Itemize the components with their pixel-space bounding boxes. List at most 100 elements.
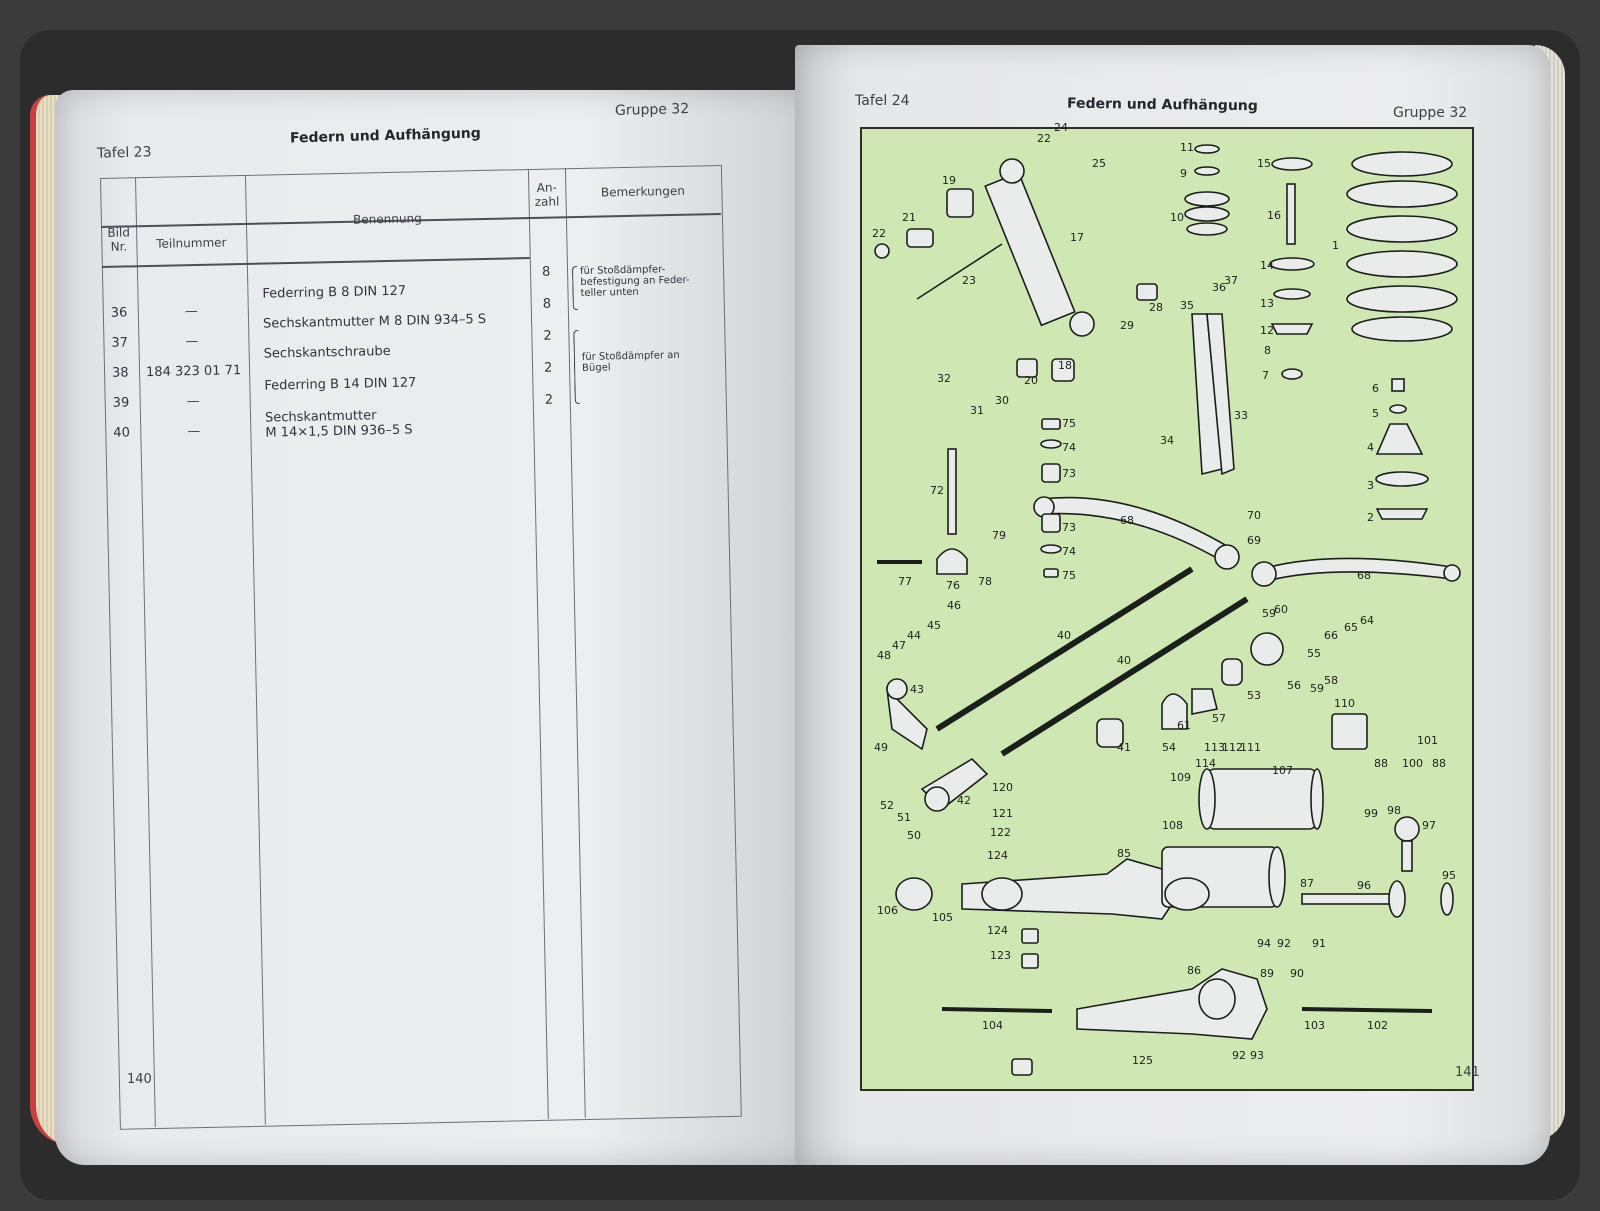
row-anzahl: 2 bbox=[543, 360, 553, 376]
callout-label: 94 bbox=[1257, 937, 1271, 950]
callout-label: 32 bbox=[937, 372, 951, 385]
callout-label: 29 bbox=[1120, 319, 1134, 332]
row-bild: 40 bbox=[113, 425, 131, 441]
callout-label: 50 bbox=[907, 829, 921, 842]
callout-label: 92 bbox=[1232, 1049, 1246, 1062]
col-header-bild: Bild Nr. bbox=[107, 225, 131, 254]
callout-label: 93 bbox=[1250, 1049, 1264, 1062]
callout-label: 24 bbox=[1054, 121, 1068, 134]
callout-label: 103 bbox=[1304, 1019, 1325, 1032]
callout-label: 21 bbox=[902, 211, 916, 224]
callout-label: 22 bbox=[1037, 132, 1051, 145]
remark-note: für Stoßdämpfer an Bügel bbox=[581, 349, 680, 374]
gruppe-label: Gruppe 32 bbox=[614, 101, 690, 119]
callout-label: 70 bbox=[1247, 509, 1261, 522]
row-teil: — bbox=[186, 393, 200, 410]
callout-label: 114 bbox=[1195, 757, 1216, 770]
callout-label: 25 bbox=[1092, 157, 1106, 170]
callout-label: 72 bbox=[930, 484, 944, 497]
callout-label: 113 bbox=[1204, 741, 1225, 754]
callout-label: 47 bbox=[892, 639, 906, 652]
col-header-teilnummer: Teilnummer bbox=[156, 235, 227, 251]
row-benennung: Federring B 8 DIN 127 bbox=[262, 283, 407, 302]
callout-label: 8 bbox=[1264, 344, 1271, 357]
callout-label: 97 bbox=[1422, 819, 1436, 832]
left-page: Tafel 23 Federn und Aufhängung Gruppe 32… bbox=[55, 90, 810, 1165]
callout-label: 13 bbox=[1260, 297, 1274, 310]
callout-label: 122 bbox=[990, 826, 1011, 839]
callout-label: 5 bbox=[1372, 407, 1379, 420]
callout-label: 55 bbox=[1307, 647, 1321, 660]
callout-label: 42 bbox=[957, 794, 971, 807]
callout-label: 75 bbox=[1062, 569, 1076, 582]
callout-label: 79 bbox=[992, 529, 1006, 542]
parts-table: Bild Nr. Teilnummer Benennung An- zahl B… bbox=[100, 164, 742, 1130]
callout-label: 34 bbox=[1160, 434, 1174, 447]
right-page: Tafel 24 Federn und Aufhängung Gruppe 32 bbox=[795, 45, 1550, 1165]
page-number: 140 bbox=[127, 1072, 152, 1087]
page-title: Federn und Aufhängung bbox=[1066, 95, 1258, 115]
callout-label: 105 bbox=[932, 911, 953, 924]
callout-label: 86 bbox=[1187, 964, 1201, 977]
callout-label: 101 bbox=[1417, 734, 1438, 747]
row-anzahl: 8 bbox=[541, 264, 551, 280]
col-header-anzahl: An- zahl bbox=[534, 180, 560, 209]
row-teil: 184 323 01 71 bbox=[145, 363, 242, 381]
callout-label: 104 bbox=[982, 1019, 1003, 1032]
callout-label: 124 bbox=[987, 849, 1008, 862]
callout-label: 46 bbox=[947, 599, 961, 612]
callout-label: 35 bbox=[1180, 299, 1194, 312]
callout-label: 89 bbox=[1260, 967, 1274, 980]
callout-label: 112 bbox=[1222, 741, 1243, 754]
callout-label: 76 bbox=[946, 579, 960, 592]
callout-label: 33 bbox=[1234, 409, 1248, 422]
callout-label: 74 bbox=[1062, 545, 1076, 558]
callout-label: 22 bbox=[872, 227, 886, 240]
callout-label: 88 bbox=[1374, 757, 1388, 770]
callout-label: 60 bbox=[1274, 603, 1288, 616]
callout-label: 28 bbox=[1149, 301, 1163, 314]
callout-label: 64 bbox=[1360, 614, 1374, 627]
callout-label: 124 bbox=[987, 924, 1008, 937]
callout-label: 15 bbox=[1257, 157, 1271, 170]
remark-note: für Stoßdämpfer- befestigung an Feder- t… bbox=[579, 264, 690, 299]
callout-label: 95 bbox=[1442, 869, 1456, 882]
callout-label: 73 bbox=[1062, 521, 1076, 534]
callout-label: 56 bbox=[1287, 679, 1301, 692]
callout-label: 19 bbox=[942, 174, 956, 187]
callout-label: 66 bbox=[1324, 629, 1338, 642]
callout-label: 7 bbox=[1262, 369, 1269, 382]
callout-label: 121 bbox=[992, 807, 1013, 820]
callout-label: 12 bbox=[1260, 324, 1274, 337]
callout-label: 111 bbox=[1240, 741, 1261, 754]
callout-label: 4 bbox=[1367, 441, 1374, 454]
callout-label: 6 bbox=[1372, 382, 1379, 395]
exploded-parts-diagram: 1 2 3 4 5 6 7 8 9 10 11 12 13 14 15 16 1… bbox=[860, 121, 1474, 1091]
callout-label: 48 bbox=[877, 649, 891, 662]
row-teil: — bbox=[185, 333, 199, 350]
callout-label: 30 bbox=[995, 394, 1009, 407]
callout-label: 20 bbox=[1024, 374, 1038, 387]
row-bild: 38 bbox=[111, 365, 129, 381]
row-teil: — bbox=[184, 303, 198, 320]
callout-label: 120 bbox=[992, 781, 1013, 794]
callout-label: 57 bbox=[1212, 712, 1226, 725]
callout-label: 17 bbox=[1070, 231, 1084, 244]
callout-label: 73 bbox=[1062, 467, 1076, 480]
callout-label: 69 bbox=[1247, 534, 1261, 547]
callout-label: 107 bbox=[1272, 764, 1293, 777]
callout-label: 92 bbox=[1277, 937, 1291, 950]
callout-label: 102 bbox=[1367, 1019, 1388, 1032]
callout-label: 98 bbox=[1387, 804, 1401, 817]
callout-label: 108 bbox=[1162, 819, 1183, 832]
row-anzahl: 2 bbox=[544, 392, 554, 408]
callout-label: 91 bbox=[1312, 937, 1326, 950]
row-bild: 37 bbox=[111, 335, 129, 351]
callout-label: 75 bbox=[1062, 417, 1076, 430]
row-benennung: Sechskantmutter M 14×1,5 DIN 936–5 S bbox=[264, 408, 413, 441]
row-benennung: Sechskantschraube bbox=[263, 343, 391, 362]
callout-label: 100 bbox=[1402, 757, 1423, 770]
row-benennung: Federring B 14 DIN 127 bbox=[264, 375, 417, 394]
coil-spring-large bbox=[1346, 151, 1458, 342]
row-anzahl: 2 bbox=[543, 328, 552, 344]
